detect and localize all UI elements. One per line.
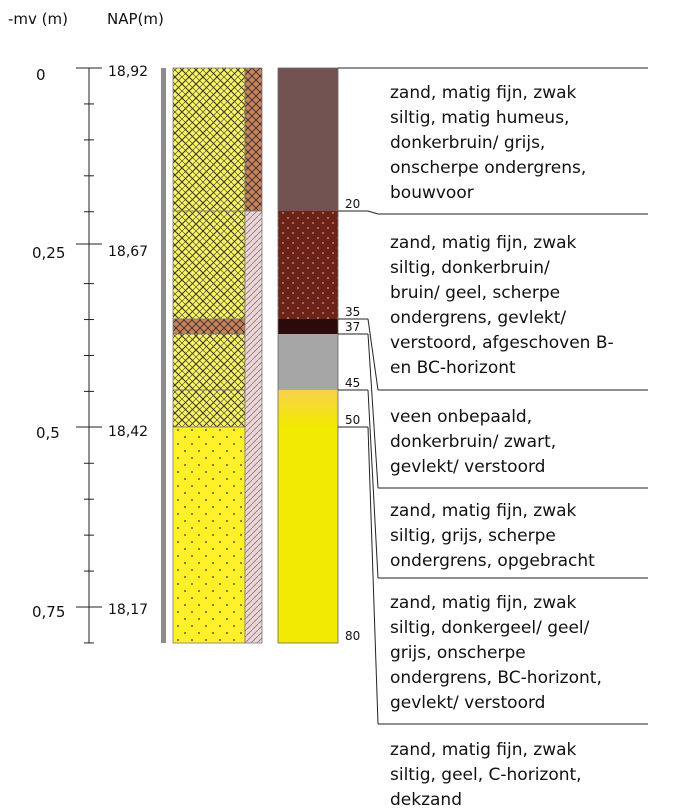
layer-description-3: veen onbepaald, donkerbruin/ zwart, gevl… [390,407,562,477]
colour-layer-6 [278,427,338,643]
litho-layer-4 [172,333,246,391]
layer-description-2: zand, matig fijn, zwak siltig, donkerbru… [390,233,619,378]
depth-marker-35: 35 [345,305,360,319]
litho-layer-6 [172,426,246,644]
colour-layer-1 [278,68,338,211]
colour-layer-2 [278,211,338,319]
colour-layer-4 [278,334,338,390]
grey-depth-bar [161,68,166,643]
colour-layer-3 [278,319,338,334]
nap-label-3: 18,17 [108,602,148,618]
nap-label-0: 18,92 [108,64,148,80]
layer-description-6: zand, matig fijn, zwak siltig, geel, C-h… [390,740,587,810]
litho-layer-1 [172,67,246,212]
depth-tick-label-0-75: 0,75 [32,603,65,621]
layer-description-1: zand, matig fijn, zwak siltig, matig hum… [390,83,592,203]
litho-layer-2 [172,210,246,320]
depth-marker-45: 45 [345,376,360,390]
depth-tick-label-0-5: 0,5 [36,424,60,442]
depth-marker-50: 50 [345,413,360,427]
depth-marker-20: 20 [345,197,360,211]
depth-tick-label-0: 0 [36,66,46,84]
nap-label-1: 18,67 [108,244,148,260]
colour-column-border [277,67,339,644]
depth-axis-minor-ticks [84,103,94,644]
lithology-column [172,67,263,644]
nap-axis-header: NAP(m) [107,10,164,28]
depth-axis-header: -mv (m) [8,10,68,28]
soil-colour-column [277,67,339,644]
depth-marker-80: 80 [345,629,360,643]
depth-tick-label-0-25: 0,25 [32,244,65,262]
litho-layer-3 [172,318,246,335]
depth-marker-37: 37 [345,320,360,334]
colour-layer-5 [278,390,338,427]
nap-label-2: 18,42 [108,424,148,440]
layer-description-4: zand, matig fijn, zwak siltig, grijs, sc… [390,501,595,571]
layer-description-5: zand, matig fijn, zwak siltig, donkergee… [390,593,607,713]
litho-layer-5 [172,389,246,428]
layer-connector-lines [338,67,648,725]
humus-strip-top [244,67,263,212]
humus-strip-main [244,210,263,644]
